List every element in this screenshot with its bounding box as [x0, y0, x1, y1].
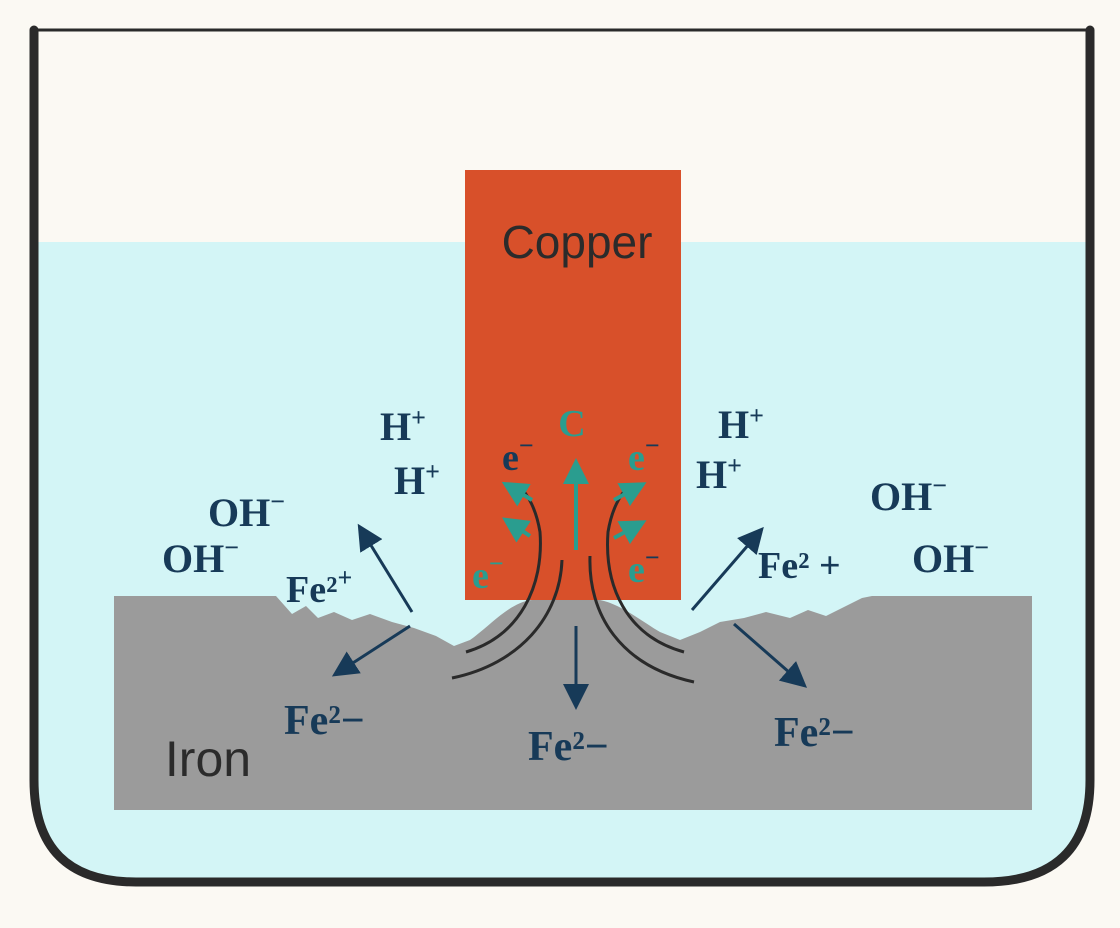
fe-ion-left-upper: Fe²+ — [286, 563, 352, 611]
electron-arrow-left-bottom — [502, 517, 532, 543]
oh-minus-left-1: OH− — [208, 487, 285, 535]
h-plus-ions: H+ H+ H+ H+ — [380, 401, 764, 503]
electron-arrow-right-top — [613, 482, 647, 507]
electron-center-label: C — [558, 403, 585, 445]
h-plus-right-1: H+ — [718, 401, 764, 447]
ion-arrow-fe-right-down — [733, 622, 808, 688]
oh-minus-right-2: OH− — [912, 533, 989, 581]
copper-label: Copper — [502, 216, 653, 268]
fe-ion-left-lower: Fe²− — [284, 698, 365, 744]
iron-block — [114, 596, 1032, 810]
beaker — [29, 25, 1095, 887]
electron-labels: e− e− e− e− C — [472, 403, 660, 597]
ion-arrow-fe-left-up — [357, 523, 414, 613]
electron-right-top: e− — [628, 431, 660, 479]
oh-minus-right-1: OH− — [870, 471, 947, 519]
h-plus-right-2: H+ — [696, 451, 742, 497]
current-arc-left-outer — [451, 559, 564, 680]
ion-arrows — [331, 523, 808, 710]
fe-ion-right-lower: Fe²− — [774, 710, 855, 756]
ion-arrow-fe-left-down — [331, 624, 411, 677]
electron-arrow-left-top — [501, 481, 534, 507]
h-plus-left-2: H+ — [394, 457, 440, 503]
electron-right-bottom: e− — [628, 543, 660, 591]
fe-ions: Fe²+ Fe² + Fe²− Fe²− Fe²− — [284, 545, 855, 770]
iron-label: Iron — [165, 731, 251, 787]
electron-left-top: e− — [502, 431, 534, 479]
electron-arrow-right-bottom — [613, 520, 647, 545]
oh-minus-left-2: OH− — [162, 533, 239, 581]
fe-ion-center-lower: Fe²− — [528, 724, 609, 770]
electron-arrows — [501, 458, 647, 550]
h-plus-left-1: H+ — [380, 403, 426, 449]
oh-minus-ions: OH− OH− OH− OH− — [162, 471, 989, 581]
fe-ion-right-upper: Fe² + — [758, 545, 841, 587]
electron-left-bottom: e− — [472, 549, 504, 597]
current-arc-right-outer — [588, 555, 695, 684]
ion-arrow-fe-right-up — [690, 526, 764, 611]
